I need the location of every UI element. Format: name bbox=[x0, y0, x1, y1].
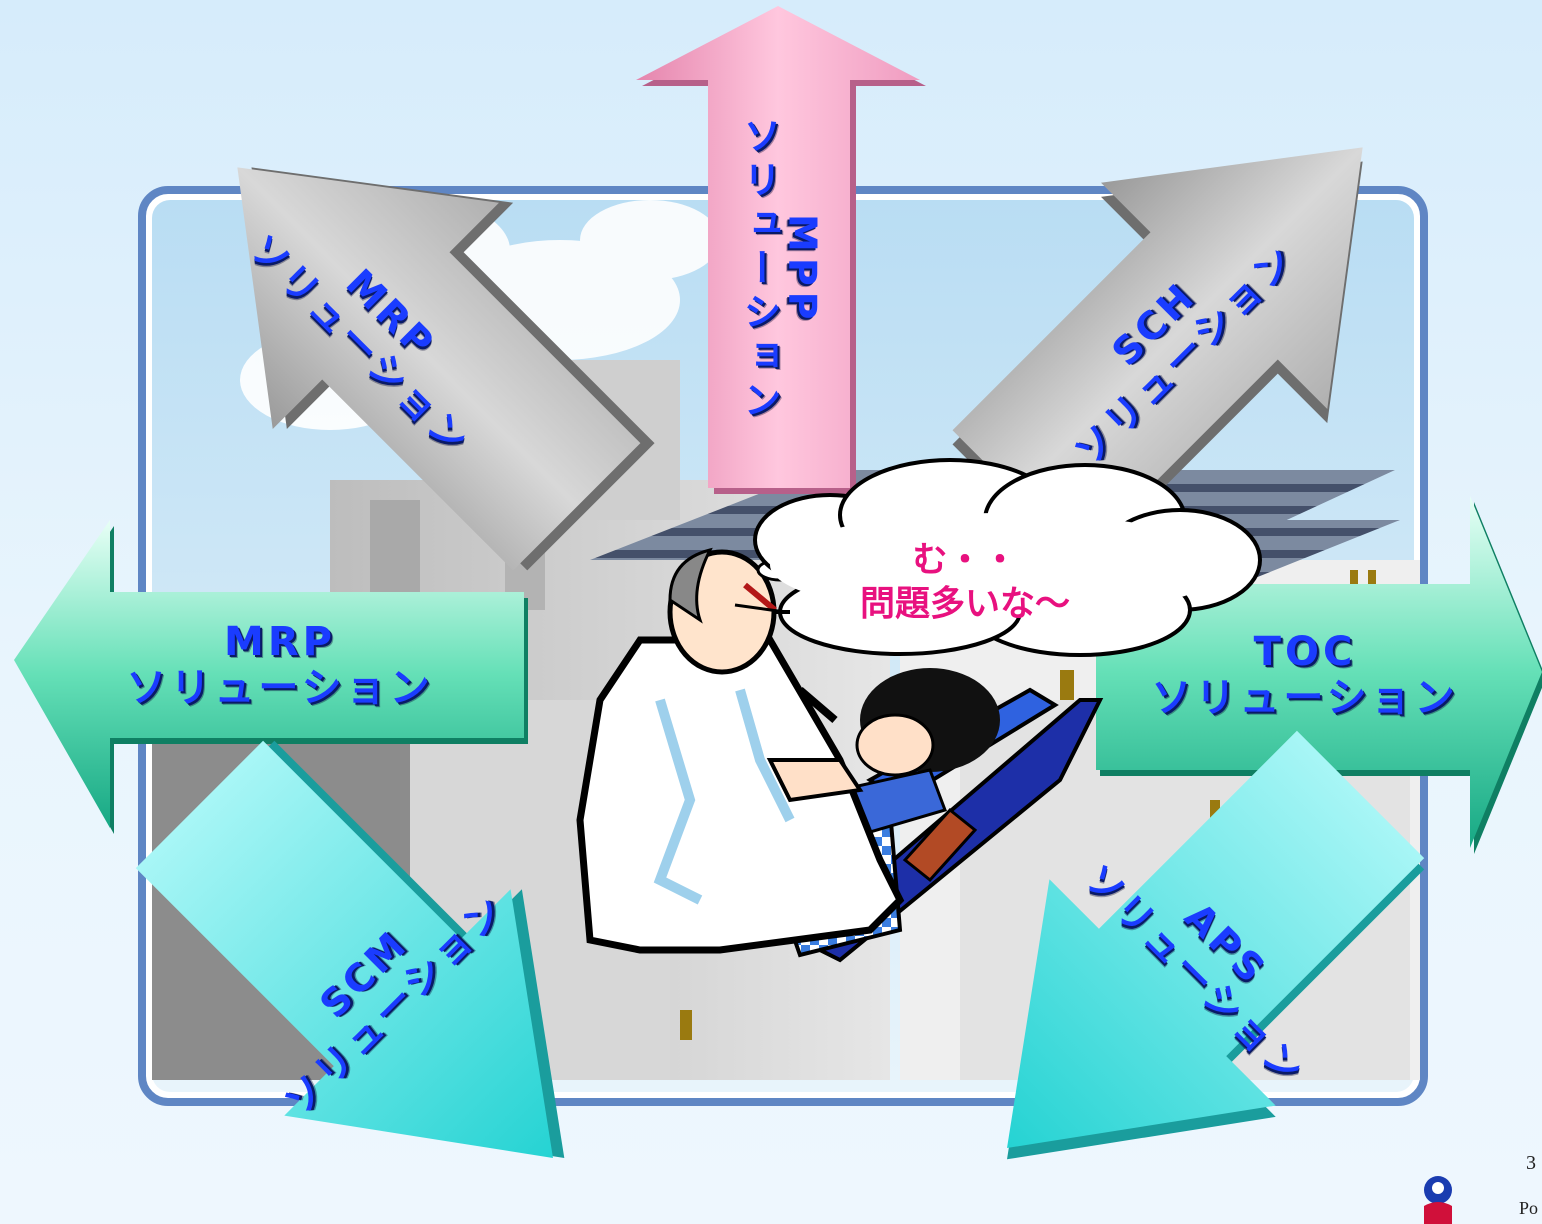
mrp-left-line1: MRP bbox=[224, 619, 336, 665]
speech-line1: む・・ bbox=[912, 540, 1018, 581]
toc-right-label: TOC ソリューション bbox=[1151, 629, 1458, 721]
aps-down-arrow bbox=[1007, 730, 1425, 1160]
toc-right-line1: TOC bbox=[1253, 629, 1357, 675]
footer-text: Po bbox=[1518, 1198, 1538, 1218]
mrp-left-line2: ソリューション bbox=[126, 665, 434, 711]
mpp-up-line2: ソリューション bbox=[737, 116, 781, 424]
page-number: 3 bbox=[1526, 1152, 1536, 1174]
speech-text: む・・ 問題多いな～ bbox=[860, 539, 1070, 627]
mrp-left-arrow bbox=[14, 520, 528, 834]
scm-down-arrow bbox=[135, 740, 565, 1158]
speech-line2: 問題多いな～ bbox=[859, 584, 1071, 624]
mpp-up-line1: MPP bbox=[780, 214, 825, 326]
mpp-up-label: MPP ソリューション bbox=[736, 116, 825, 424]
mpp-up-arrow bbox=[636, 6, 926, 494]
mrp-left-label: MRP ソリューション bbox=[126, 619, 433, 711]
toc-right-line2: ソリューション bbox=[1151, 675, 1459, 721]
mrp-up-arrow bbox=[237, 167, 655, 571]
